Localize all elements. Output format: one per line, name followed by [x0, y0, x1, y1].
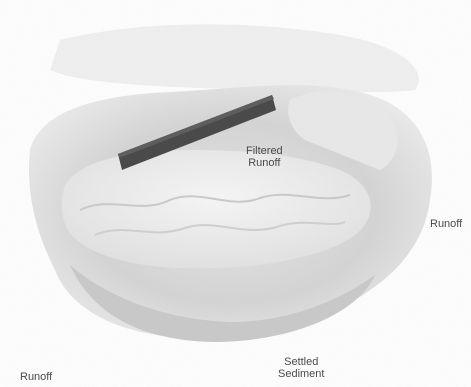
label-runoff-right: Runoff — [430, 218, 462, 230]
label-settled-sediment: Settled Sediment — [278, 356, 324, 380]
label-line: Settled — [278, 356, 324, 368]
label-runoff-bottom-left: Runoff — [20, 371, 52, 383]
label-line: Runoff — [246, 157, 283, 169]
label-line: Sediment — [278, 368, 324, 380]
label-filtered-runoff: Filtered Runoff — [246, 145, 283, 169]
label-line: Filtered — [246, 145, 283, 157]
